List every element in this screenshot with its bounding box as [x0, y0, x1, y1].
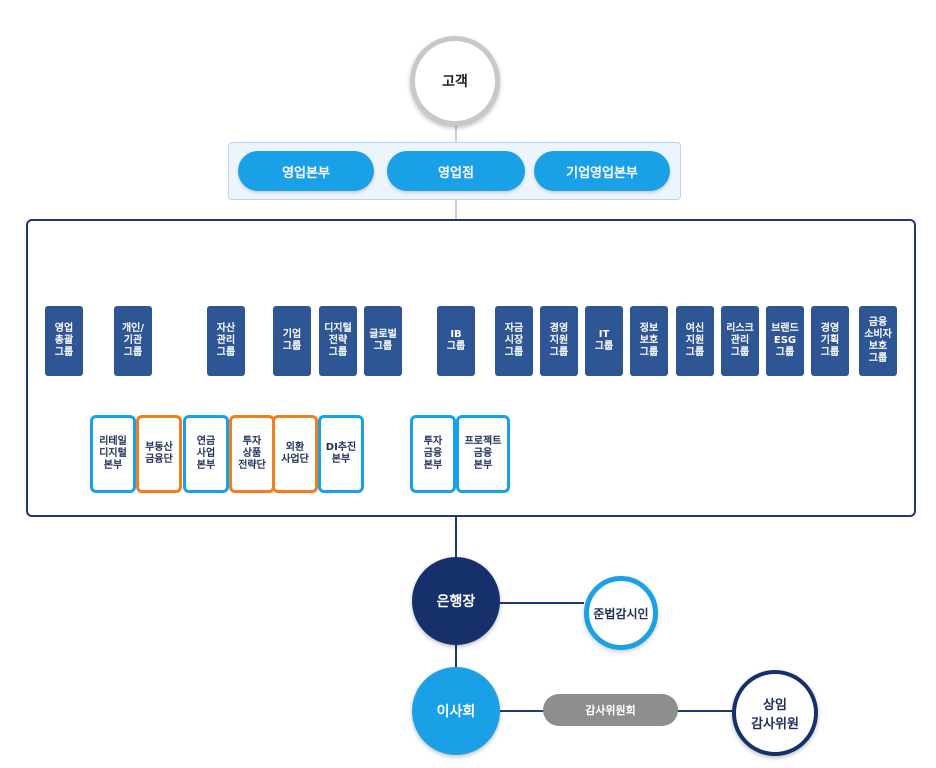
audit-committee-pill: 감사위원회 — [543, 694, 678, 726]
unit-box: 부동산 금융단 — [136, 415, 182, 493]
ceo-node: 은행장 — [412, 557, 500, 645]
group-label: 개인/ 기관 그룹 — [121, 323, 145, 358]
group-label: 금융 소비자 보호 그룹 — [864, 317, 892, 364]
group-label: 글로벌 그룹 — [369, 329, 397, 352]
group-label: IB 그룹 — [446, 329, 466, 352]
branch-pill: 영업점 — [387, 151, 525, 191]
group-label: 자산 관리 그룹 — [216, 323, 236, 358]
unit-box: 프로젝트 금융 본부 — [456, 415, 510, 493]
corporate-sales-pill: 기업영업본부 — [534, 151, 670, 191]
group-label: 정보 보호 그룹 — [639, 323, 659, 358]
group-label: IT 그룹 — [594, 329, 614, 352]
group-label: 경영 기획 그룹 — [820, 323, 840, 358]
group-label: 경영 지원 그룹 — [549, 323, 569, 358]
group-label: 자금 시장 그룹 — [504, 323, 524, 358]
unit-box: DI추진 본부 — [318, 415, 364, 493]
group-box: 영업 총괄 그룹 — [45, 306, 83, 376]
board-node: 이사회 — [412, 667, 500, 755]
unit-box: 리테일 디지털 본부 — [90, 415, 136, 493]
unit-label: 리테일 디지털 본부 — [99, 436, 127, 471]
unit-label: 외환 사업단 — [281, 442, 309, 465]
customer-label: 고객 — [442, 74, 468, 90]
unit-label: 투자 상품 전략단 — [238, 436, 266, 471]
compliance-label: 준법감시인 — [593, 606, 649, 621]
group-box: 디지털 전략 그룹 — [319, 306, 357, 376]
standing-auditor-node: 상임 감사위원 — [732, 670, 818, 756]
group-label: 리스크 관리 그룹 — [726, 323, 754, 358]
group-box: 여신 지원 그룹 — [676, 306, 714, 376]
unit-box: 투자 상품 전략단 — [229, 415, 275, 493]
unit-label: 투자 금융 본부 — [423, 436, 443, 471]
group-box: 글로벌 그룹 — [364, 306, 402, 376]
group-label: 기업 그룹 — [282, 329, 302, 352]
group-box: 경영 기획 그룹 — [811, 306, 849, 376]
group-label: 브랜드 ESG 그룹 — [771, 323, 799, 358]
unit-label: DI추진 본부 — [325, 442, 357, 465]
ceo-label: 은행장 — [436, 594, 476, 610]
sales-hq-pill: 영업본부 — [238, 151, 374, 191]
group-box: 리스크 관리 그룹 — [721, 306, 759, 376]
unit-label: 프로젝트 금융 본부 — [464, 436, 502, 471]
group-box: 경영 지원 그룹 — [540, 306, 578, 376]
group-label: 여신 지원 그룹 — [685, 323, 705, 358]
unit-box: 투자 금융 본부 — [410, 415, 456, 493]
group-box: 브랜드 ESG 그룹 — [766, 306, 804, 376]
unit-label: 연금 사업 본부 — [196, 436, 216, 471]
compliance-officer-node: 준법감시인 — [584, 576, 658, 650]
group-box: 금융 소비자 보호 그룹 — [859, 306, 897, 376]
branch-label: 영업점 — [438, 165, 474, 181]
group-box: 정보 보호 그룹 — [630, 306, 668, 376]
audit-committee-label: 감사위원회 — [585, 704, 636, 717]
unit-box: 연금 사업 본부 — [183, 415, 229, 493]
group-box: 기업 그룹 — [273, 306, 311, 376]
group-label: 디지털 전략 그룹 — [324, 323, 352, 358]
group-label: 영업 총괄 그룹 — [54, 323, 74, 358]
unit-box: 외환 사업단 — [272, 415, 318, 493]
corporate-sales-label: 기업영업본부 — [566, 165, 638, 181]
unit-label: 부동산 금융단 — [145, 442, 173, 465]
customer-node: 고객 — [410, 36, 500, 126]
group-box: 자금 시장 그룹 — [495, 306, 533, 376]
sales-hq-label: 영업본부 — [282, 165, 330, 181]
group-box: IT 그룹 — [585, 306, 623, 376]
board-label: 이사회 — [436, 704, 476, 720]
standing-auditor-label: 상임 감사위원 — [751, 698, 799, 732]
group-box: 개인/ 기관 그룹 — [114, 306, 152, 376]
group-box: IB 그룹 — [437, 306, 475, 376]
group-box: 자산 관리 그룹 — [207, 306, 245, 376]
